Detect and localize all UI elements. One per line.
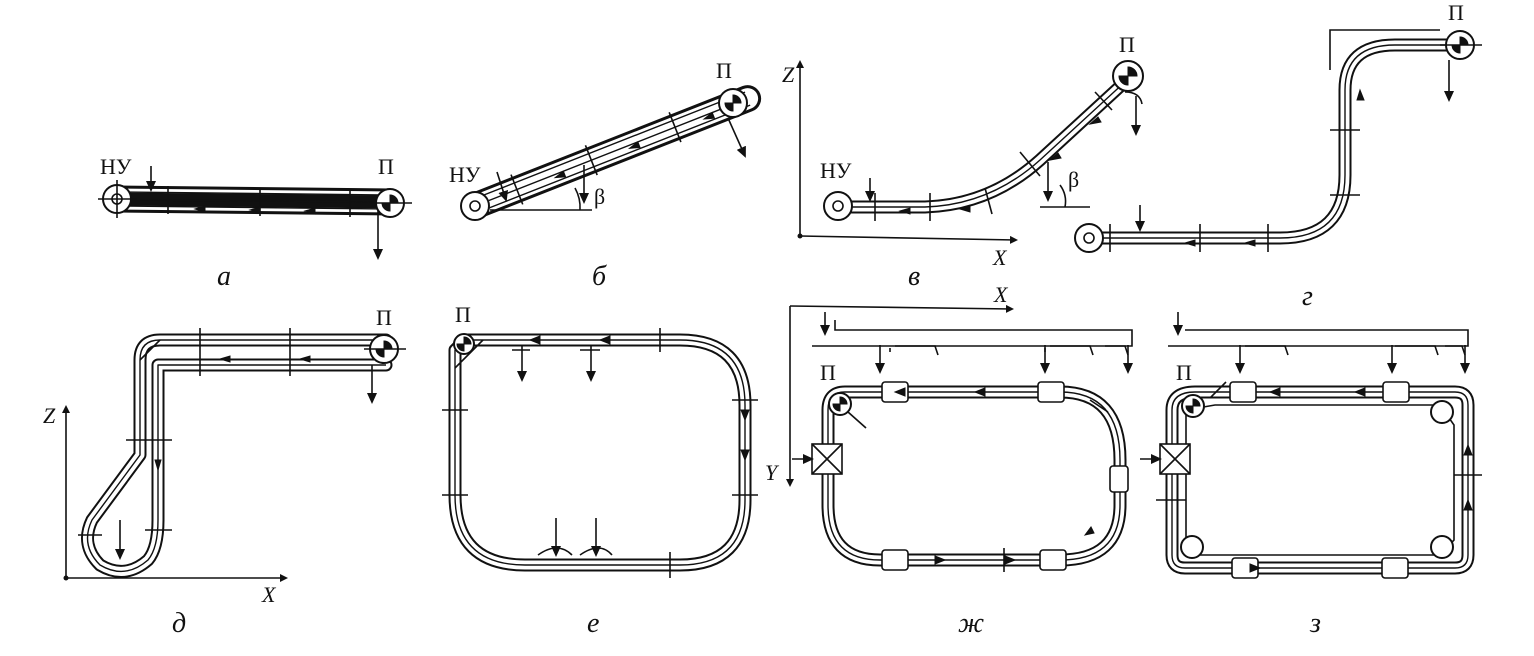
scheme-v: Z X β НУ П в: [782, 32, 1144, 292]
caption-z: з: [1309, 608, 1321, 639]
caption-v: в: [908, 261, 920, 292]
caption-e: е: [587, 608, 599, 639]
cart-icon: [1381, 557, 1409, 579]
scheme-z: П з: [1140, 312, 1482, 639]
supply-chute-zh: [812, 312, 1133, 374]
label-drive: П: [376, 305, 392, 330]
label-drive: П: [1448, 0, 1464, 25]
caption-d: д: [172, 608, 186, 639]
caption-zh: ж: [958, 608, 984, 639]
scheme-zh: X Y П ж: [765, 282, 1133, 639]
scheme-g: П г: [1074, 0, 1482, 312]
supply-chute-z: [1168, 312, 1470, 374]
label-drive: П: [1119, 32, 1135, 57]
track-g: [1083, 29, 1465, 245]
label-load-station: НУ: [449, 162, 481, 187]
track-e: [448, 333, 752, 572]
cart-icon: [881, 549, 909, 571]
scheme-d: Z X П д: [43, 305, 406, 639]
label-drive: П: [820, 360, 836, 385]
cart-icon: [1229, 381, 1257, 403]
axes-d: Z X: [43, 403, 288, 607]
label-angle: β: [1068, 167, 1079, 192]
label-drive: П: [378, 154, 394, 179]
axes-v: Z X: [782, 60, 1018, 270]
scheme-a: НУ П а: [98, 154, 412, 292]
caption-b: б: [592, 261, 607, 292]
cart-icon: [1037, 381, 1065, 403]
corner-wheel-icon: [1430, 535, 1454, 559]
caption-g: г: [1302, 281, 1313, 312]
label-angle: β: [594, 184, 605, 209]
corner-wheel-icon: [1430, 400, 1454, 424]
label-load-station: НУ: [820, 158, 852, 183]
label-drive: П: [455, 302, 471, 327]
scheme-e: П е: [442, 302, 758, 639]
label-load-station: НУ: [100, 154, 132, 179]
axis-x-label: X: [993, 282, 1009, 307]
axis-y-label: Y: [765, 460, 780, 485]
track-v: [831, 73, 1134, 214]
track-zh: [821, 385, 1127, 567]
axes-zh: X Y: [765, 282, 1014, 487]
label-drive: П: [716, 58, 732, 83]
caption-a: а: [217, 261, 231, 292]
cart-icon: [1039, 549, 1067, 571]
cart-icon: [1109, 465, 1129, 493]
corner-wheel-icon: [1180, 535, 1204, 559]
axis-z-label: Z: [43, 403, 56, 428]
axis-x-label: X: [261, 582, 277, 607]
cart-icon: [1382, 381, 1410, 403]
label-drive: П: [1176, 360, 1192, 385]
scheme-b: β НУ П б: [449, 58, 762, 292]
axis-z-label: Z: [782, 62, 795, 87]
axis-x-label: X: [992, 245, 1008, 270]
track-d: [81, 333, 393, 578]
track-z: [1165, 385, 1475, 575]
